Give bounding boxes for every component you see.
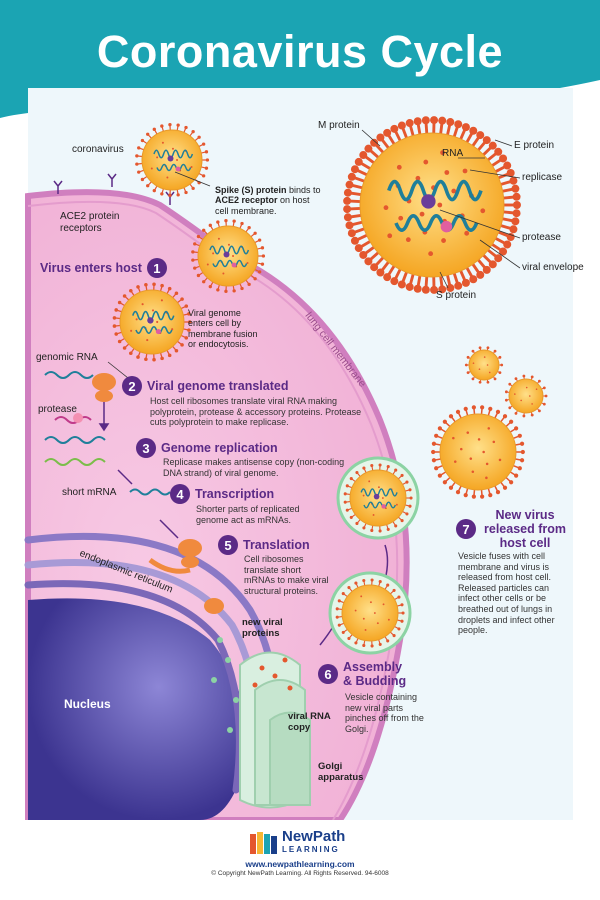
step-7-desc: Vesicle fuses with cell membrane and vir… bbox=[458, 551, 555, 636]
label-e-protein: E protein bbox=[514, 140, 555, 151]
step-3-desc: Replicase makes antisense copy (non-codi… bbox=[163, 457, 345, 478]
label-entry-desc: Viral genome enters cell by membrane fus… bbox=[188, 308, 258, 350]
label-spike-desc: Spike (S) protein binds to ACE2 receptor… bbox=[215, 185, 321, 216]
brand-sub: LEARNING bbox=[282, 845, 340, 854]
brand-name: NewPath bbox=[282, 828, 346, 845]
step-6-title: Assembly & Budding bbox=[343, 660, 407, 688]
step-6: 6 Assembly & Budding bbox=[318, 660, 413, 688]
virus-released-medium bbox=[504, 374, 548, 418]
structure-leader-lines bbox=[107, 129, 521, 379]
label-new-viral-proteins: new viral proteins bbox=[242, 617, 283, 639]
virus-structure-diagram bbox=[343, 116, 521, 294]
label-golgi: Golgi apparatus bbox=[318, 761, 364, 783]
label-replicase: replicase bbox=[522, 172, 563, 183]
footer bbox=[0, 820, 600, 900]
label-m-protein: M protein bbox=[318, 120, 360, 131]
footer-copyright: © Copyright NewPath Learning. All Rights… bbox=[211, 870, 389, 877]
label-viral-rna-copy: viral RNA copy bbox=[288, 711, 331, 733]
nucleus bbox=[28, 598, 246, 820]
step-1-number: 1 bbox=[146, 258, 167, 278]
virus-released-small bbox=[464, 346, 504, 384]
virus-endocytosis bbox=[191, 218, 266, 294]
step-2-number: 2 bbox=[122, 376, 142, 396]
label-protease-structure: protease bbox=[522, 232, 561, 243]
golgi-apparatus bbox=[239, 651, 311, 809]
newpath-logo-icon bbox=[250, 832, 277, 854]
step-3-number: 3 bbox=[136, 438, 156, 458]
step-4-title: Transcription bbox=[195, 487, 275, 501]
label-nucleus: Nucleus bbox=[64, 697, 111, 711]
protease-dot bbox=[73, 413, 83, 423]
step-5-desc: Cell ribosomes translate short mRNAs to … bbox=[244, 554, 329, 596]
step-6-desc: Vesicle containing new viral parts pinch… bbox=[345, 692, 424, 734]
label-genomic-rna: genomic RNA bbox=[36, 352, 98, 363]
step-5: 5 Translation bbox=[218, 535, 310, 555]
label-ace2: ACE2 protein receptors bbox=[60, 211, 120, 234]
virus-coronavirus-attaching bbox=[135, 122, 210, 198]
step-5-number: 5 bbox=[218, 535, 238, 555]
step-3: 3 Genome replication bbox=[136, 438, 278, 458]
virus-entering-cell bbox=[112, 282, 192, 362]
step-6-number: 6 bbox=[318, 664, 338, 684]
page-title: Coronavirus Cycle bbox=[96, 26, 504, 77]
step-1: Virus enters host 1 bbox=[40, 258, 167, 278]
label-short-mrna: short mRNA bbox=[62, 487, 117, 498]
virus-layer bbox=[112, 116, 548, 655]
step-4-desc: Shorter parts of replicated genome act a… bbox=[196, 504, 300, 525]
step-2: 2 Viral genome translated bbox=[122, 376, 289, 396]
rna-strands bbox=[44, 371, 171, 496]
step-2-desc: Host cell ribosomes translate viral RNA … bbox=[150, 396, 362, 428]
footer-url[interactable]: www.newpathlearning.com bbox=[245, 859, 355, 869]
step-7: 7 New virus released from host cell bbox=[456, 508, 569, 550]
step-7-title: New virus released from host cell bbox=[484, 508, 566, 550]
step-5-title: Translation bbox=[243, 538, 310, 552]
label-viral-envelope: viral envelope bbox=[522, 262, 584, 273]
virus-vesicle-budding bbox=[328, 571, 412, 655]
label-s-protein: S protein bbox=[436, 290, 477, 301]
step-2-title: Viral genome translated bbox=[147, 379, 289, 393]
label-protease: protease bbox=[38, 404, 77, 415]
step-3-title: Genome replication bbox=[161, 441, 278, 455]
label-rna: RNA bbox=[442, 148, 464, 159]
ribosomes bbox=[92, 373, 224, 614]
step-4-number: 4 bbox=[170, 484, 190, 504]
step-4: 4 Transcription bbox=[170, 484, 274, 504]
label-coronavirus: coronavirus bbox=[72, 144, 124, 155]
step-7-number: 7 bbox=[456, 519, 476, 539]
virus-vesicle-releasing bbox=[336, 456, 420, 540]
virus-released-large bbox=[431, 405, 525, 499]
step-1-title: Virus enters host bbox=[40, 261, 142, 275]
